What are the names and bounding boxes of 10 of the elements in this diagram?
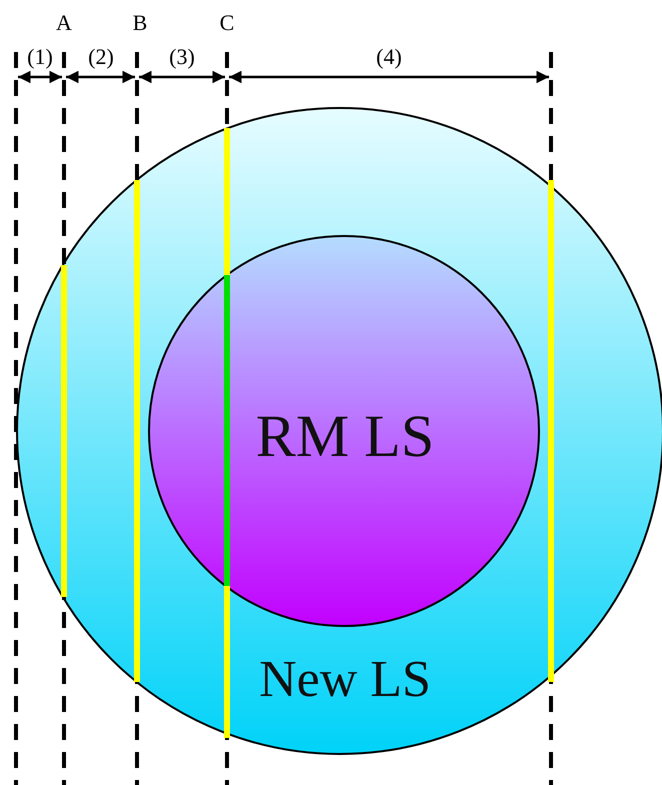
line-letter: C [220,10,234,36]
interval-number: (1) [27,44,53,70]
interval-number: (3) [169,44,195,70]
inner-circle [148,235,540,627]
interval-number: (4) [376,44,402,70]
region-label: RM LS [256,406,434,466]
line-letter: A [56,10,72,36]
line-letter: B [132,10,148,36]
region-label: New LS [259,654,431,706]
interval-number: (2) [88,44,114,70]
